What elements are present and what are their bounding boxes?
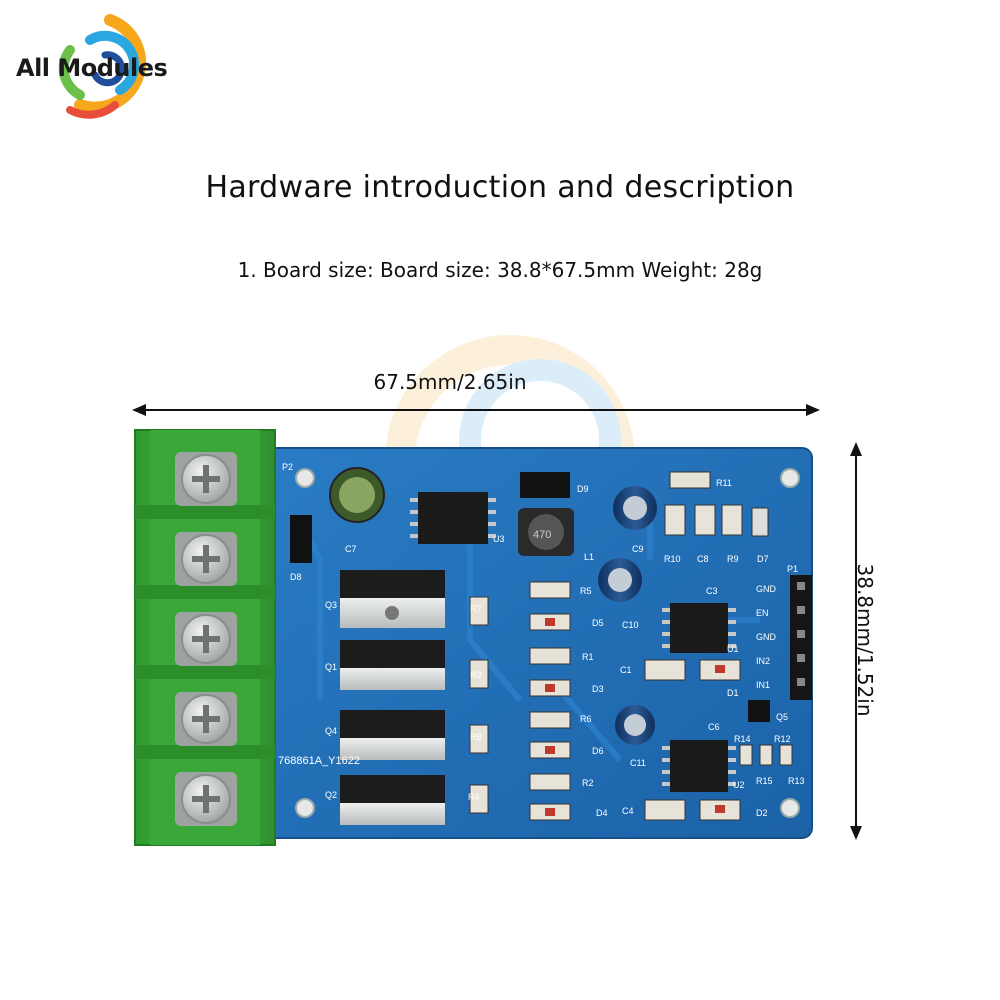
component-label: C10 — [622, 620, 639, 630]
component-label: D5 — [592, 618, 604, 628]
capacitor-c7 — [329, 467, 385, 523]
inductor-marking: 470 — [533, 529, 551, 541]
width-dimension-arrow — [132, 404, 820, 416]
component-label: R4 — [468, 792, 480, 802]
component-label: R1 — [582, 652, 594, 662]
screw-icon — [175, 692, 237, 746]
component-label: R6 — [580, 714, 592, 724]
component-label: Q1 — [325, 662, 337, 672]
brand-logo-text: All Modules — [16, 54, 168, 82]
capacitor-c11 — [615, 705, 655, 745]
mosfet-q2 — [340, 775, 445, 825]
component-label: D1 — [727, 688, 739, 698]
page-title: Hardware introduction and description — [205, 170, 795, 205]
component-label: Q4 — [325, 726, 337, 736]
pin-header-p1 — [790, 575, 812, 700]
capacitor-c9 — [613, 486, 657, 530]
component-label: C1 — [620, 665, 632, 675]
component-label: C4 — [622, 806, 634, 816]
component-label: C3 — [706, 586, 718, 596]
board-spec-line: 1. Board size: Board size: 38.8*67.5mm W… — [237, 258, 763, 282]
component-label: R5 — [580, 586, 592, 596]
component-label: D2 — [756, 808, 768, 818]
height-dimension-arrow — [850, 442, 862, 840]
component-label: R13 — [788, 776, 805, 786]
pin-label-gnd-2: GND — [756, 632, 777, 642]
ic-u2 — [662, 740, 736, 792]
component-label: R11 — [716, 478, 732, 488]
component-label: D6 — [592, 746, 604, 756]
component-label: C7 — [345, 544, 357, 554]
label-p1: P1 — [787, 564, 798, 574]
component-label: U3 — [493, 534, 505, 544]
capacitor-c10 — [598, 558, 642, 602]
component-label: Q3 — [325, 600, 337, 610]
component-label: L1 — [584, 552, 594, 562]
screw-icon — [175, 612, 237, 666]
transistor-q5 — [748, 700, 770, 722]
brand-logo-icon — [58, 14, 147, 119]
screw-icon — [175, 532, 237, 586]
diode-d9 — [520, 472, 570, 498]
silkscreen-labels: P2 P1 GND EN GND IN2 IN1 768861A_Y1622 4… — [278, 462, 805, 818]
component-label: R3 — [470, 670, 482, 680]
component-label: Q5 — [776, 712, 788, 722]
component-label: R15 — [756, 776, 773, 786]
component-label: R7 — [470, 604, 482, 614]
component-label: D3 — [592, 684, 604, 694]
mosfet-q3 — [340, 570, 445, 628]
diode-d8 — [290, 515, 312, 563]
component-label: C6 — [708, 722, 720, 732]
label-p2: P2 — [282, 462, 293, 472]
screw-icon — [175, 772, 237, 826]
pin-label-in1: IN1 — [756, 680, 770, 690]
pin-label-in2: IN2 — [756, 656, 770, 666]
component-label: R9 — [727, 554, 739, 564]
component-label: C11 — [630, 758, 646, 768]
board-marking: 768861A_Y1622 — [278, 755, 360, 767]
component-label: Q2 — [325, 790, 337, 800]
ic-u1 — [662, 603, 736, 653]
pin-label-en: EN — [756, 608, 769, 618]
component-label: R14 — [734, 734, 751, 744]
mosfet-q4 — [340, 710, 445, 760]
component-label: R12 — [774, 734, 791, 744]
component-label: C9 — [632, 544, 644, 554]
component-label: U1 — [727, 644, 739, 654]
screw-icon — [175, 452, 237, 506]
component-label: D7 — [757, 554, 769, 564]
component-label: C8 — [697, 554, 709, 564]
pin-label-gnd-1: GND — [756, 584, 777, 594]
ic-u3 — [410, 492, 496, 544]
screw-terminal-block — [134, 429, 276, 846]
height-dimension-label: 38.8mm/1.52in — [853, 563, 877, 717]
component-label: D9 — [577, 484, 589, 494]
component-label: D4 — [596, 808, 608, 818]
width-dimension-label: 67.5mm/2.65in — [373, 370, 527, 394]
component-label: U2 — [733, 780, 745, 790]
component-label: D8 — [290, 572, 302, 582]
inductor-l1 — [518, 508, 574, 556]
smd-components — [469, 471, 793, 821]
mosfet-q1 — [340, 640, 445, 690]
component-label: R10 — [664, 554, 681, 564]
smd-diodes — [545, 618, 725, 816]
component-label: R2 — [582, 778, 594, 788]
component-label: R8 — [470, 732, 482, 742]
